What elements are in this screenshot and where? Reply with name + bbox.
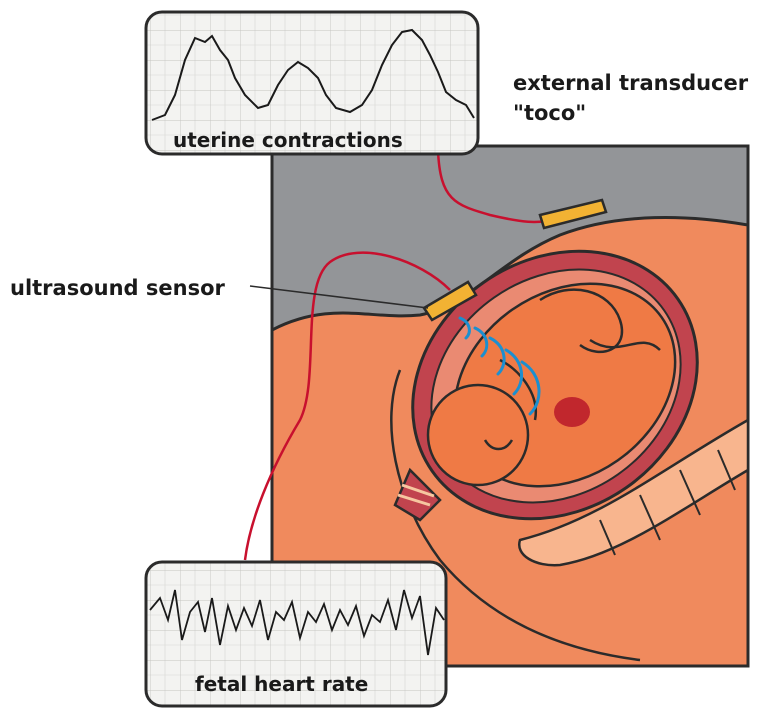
ultrasound-sensor-label: ultrasound sensor xyxy=(10,276,225,300)
uterine-contractions-label: uterine contractions xyxy=(173,128,403,152)
external-transducer-label-line2: "toco" xyxy=(513,98,748,128)
external-transducer-label-line1: external transducer xyxy=(513,68,748,98)
external-transducer-label: external transducer "toco" xyxy=(513,68,748,128)
fetal-heart-rate-label: fetal heart rate xyxy=(195,672,368,696)
fetal-heart-icon xyxy=(554,397,590,427)
